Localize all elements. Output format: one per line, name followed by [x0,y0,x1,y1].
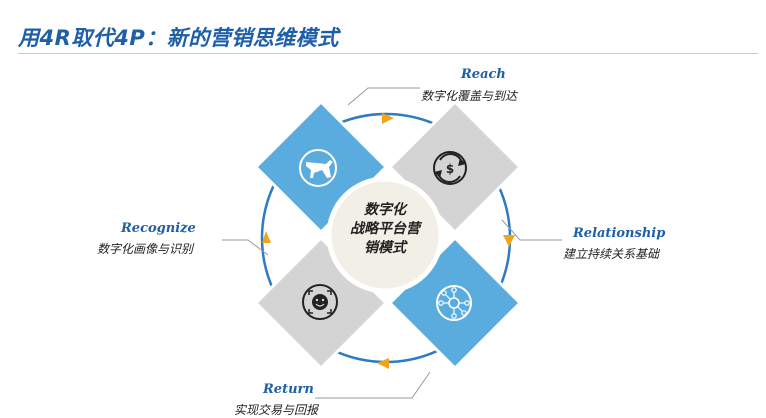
center-circle [326,176,444,294]
ring-arrow-left [262,231,271,243]
airplane-icon [299,149,337,187]
reach-title: Reach [461,67,506,82]
reach-desc: 数字化覆盖与到达 [421,89,518,103]
page-title: 用4R取代4P：新的营销思维模式 [18,26,339,50]
recognize-desc: 数字化画像与识别 [97,242,194,256]
recognize-title: Recognize [121,221,196,236]
center-line-3: 销模式 [364,240,406,256]
ring-arrow-top [382,113,394,124]
ring-arrow-right [503,235,515,247]
svg-text:$: $ [446,162,454,176]
ring-arrow-bottom [377,358,389,369]
return-desc: 实现交易与回报 [234,403,319,417]
relationship-desc: 建立持续关系基础 [563,247,660,261]
leader-relationship [501,219,562,241]
title-divider [18,53,758,54]
leader-reach [347,87,420,106]
center-line-1: 数字化 [364,202,406,218]
leader-return [315,371,431,399]
face-scan-icon [302,284,338,320]
network-icon [436,285,472,321]
leader-recognize [222,239,269,256]
dollar-cycle-icon: $ [433,151,467,185]
center-line-2: 战略平台营 [350,221,420,237]
return-title: Return [263,382,314,397]
center-label: 数字化 战略平台营 销模式 [325,201,445,258]
relationship-title: Relationship [573,226,666,241]
